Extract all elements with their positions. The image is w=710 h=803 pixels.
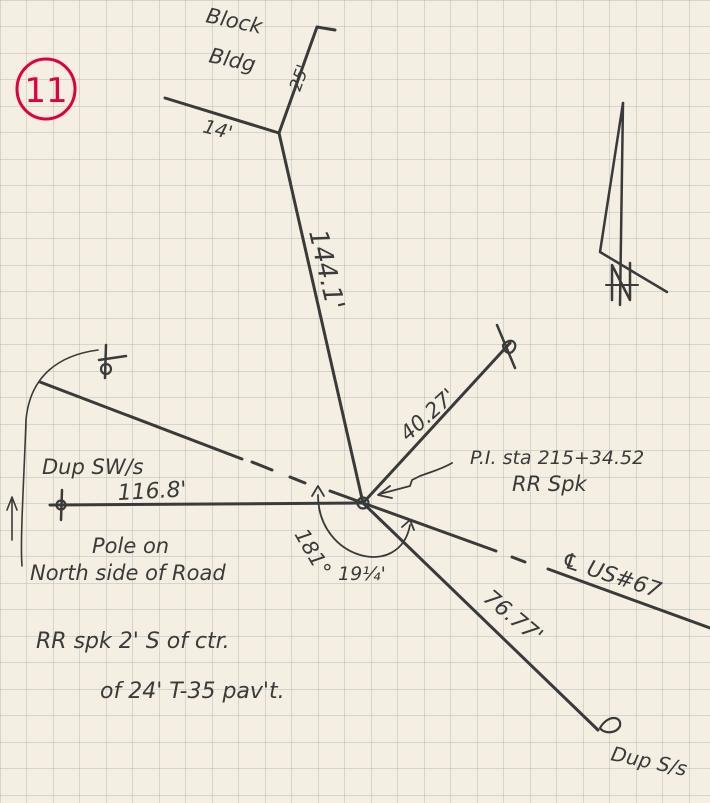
pole-bracket-curve [20,349,99,567]
note-line-1: RR spk 2' S of ctr. [36,629,230,654]
pole-label-1: Pole on [92,534,169,558]
point-markers [55,339,622,734]
dist-to-dup-sw: 116.8' [117,477,187,506]
pole-nw-tick-1 [97,354,128,362]
pole-nw-tick-2 [103,343,108,380]
pole-nw-marker [99,362,113,376]
pole-label-2: North side of Road [30,561,226,585]
dup-sw-label: Dup SW/s [42,455,144,479]
pole-arrow-head [6,496,18,511]
pole-ne-marker [501,339,517,354]
angle-label-2: 19¼' [338,563,386,585]
centerline-east [546,567,710,630]
dup-s-marker [598,716,622,734]
rr-spike-label: RR Spk [512,472,588,496]
dup-sw-tick [59,488,64,522]
centerline-west [38,380,244,461]
line-to-dup-s [361,501,600,732]
bldg-wall-14 [163,96,281,135]
pi-leader [379,462,453,495]
sheet-number-badge: 11 [15,57,77,121]
bldg-wall-25 [277,25,319,135]
angle-arc [317,494,411,558]
centerline-dash-1 [250,460,274,472]
pi-point-marker [356,496,370,510]
pi-station-label: P.I. sta 215+34.52 [470,447,644,469]
line-to-block-bldg [277,131,365,505]
dup-sw-marker [55,499,67,511]
centerline-dash-2 [288,475,307,485]
pi-leader-arrow [377,485,393,499]
line-to-dup-sw [48,501,365,507]
survey-lines [6,25,710,732]
angle-arrow-right [401,519,415,531]
bldg-wall-25-tick [315,25,337,32]
pole-ne-tick [495,323,517,370]
north-arrow-icon [598,101,669,307]
angle-arrow-left [311,485,325,497]
sheet-number: 11 [24,71,67,111]
note-line-2: of 24' T-35 pav't. [100,679,285,704]
centerline-dash-3 [510,555,527,564]
line-to-pole-ne [361,341,512,505]
